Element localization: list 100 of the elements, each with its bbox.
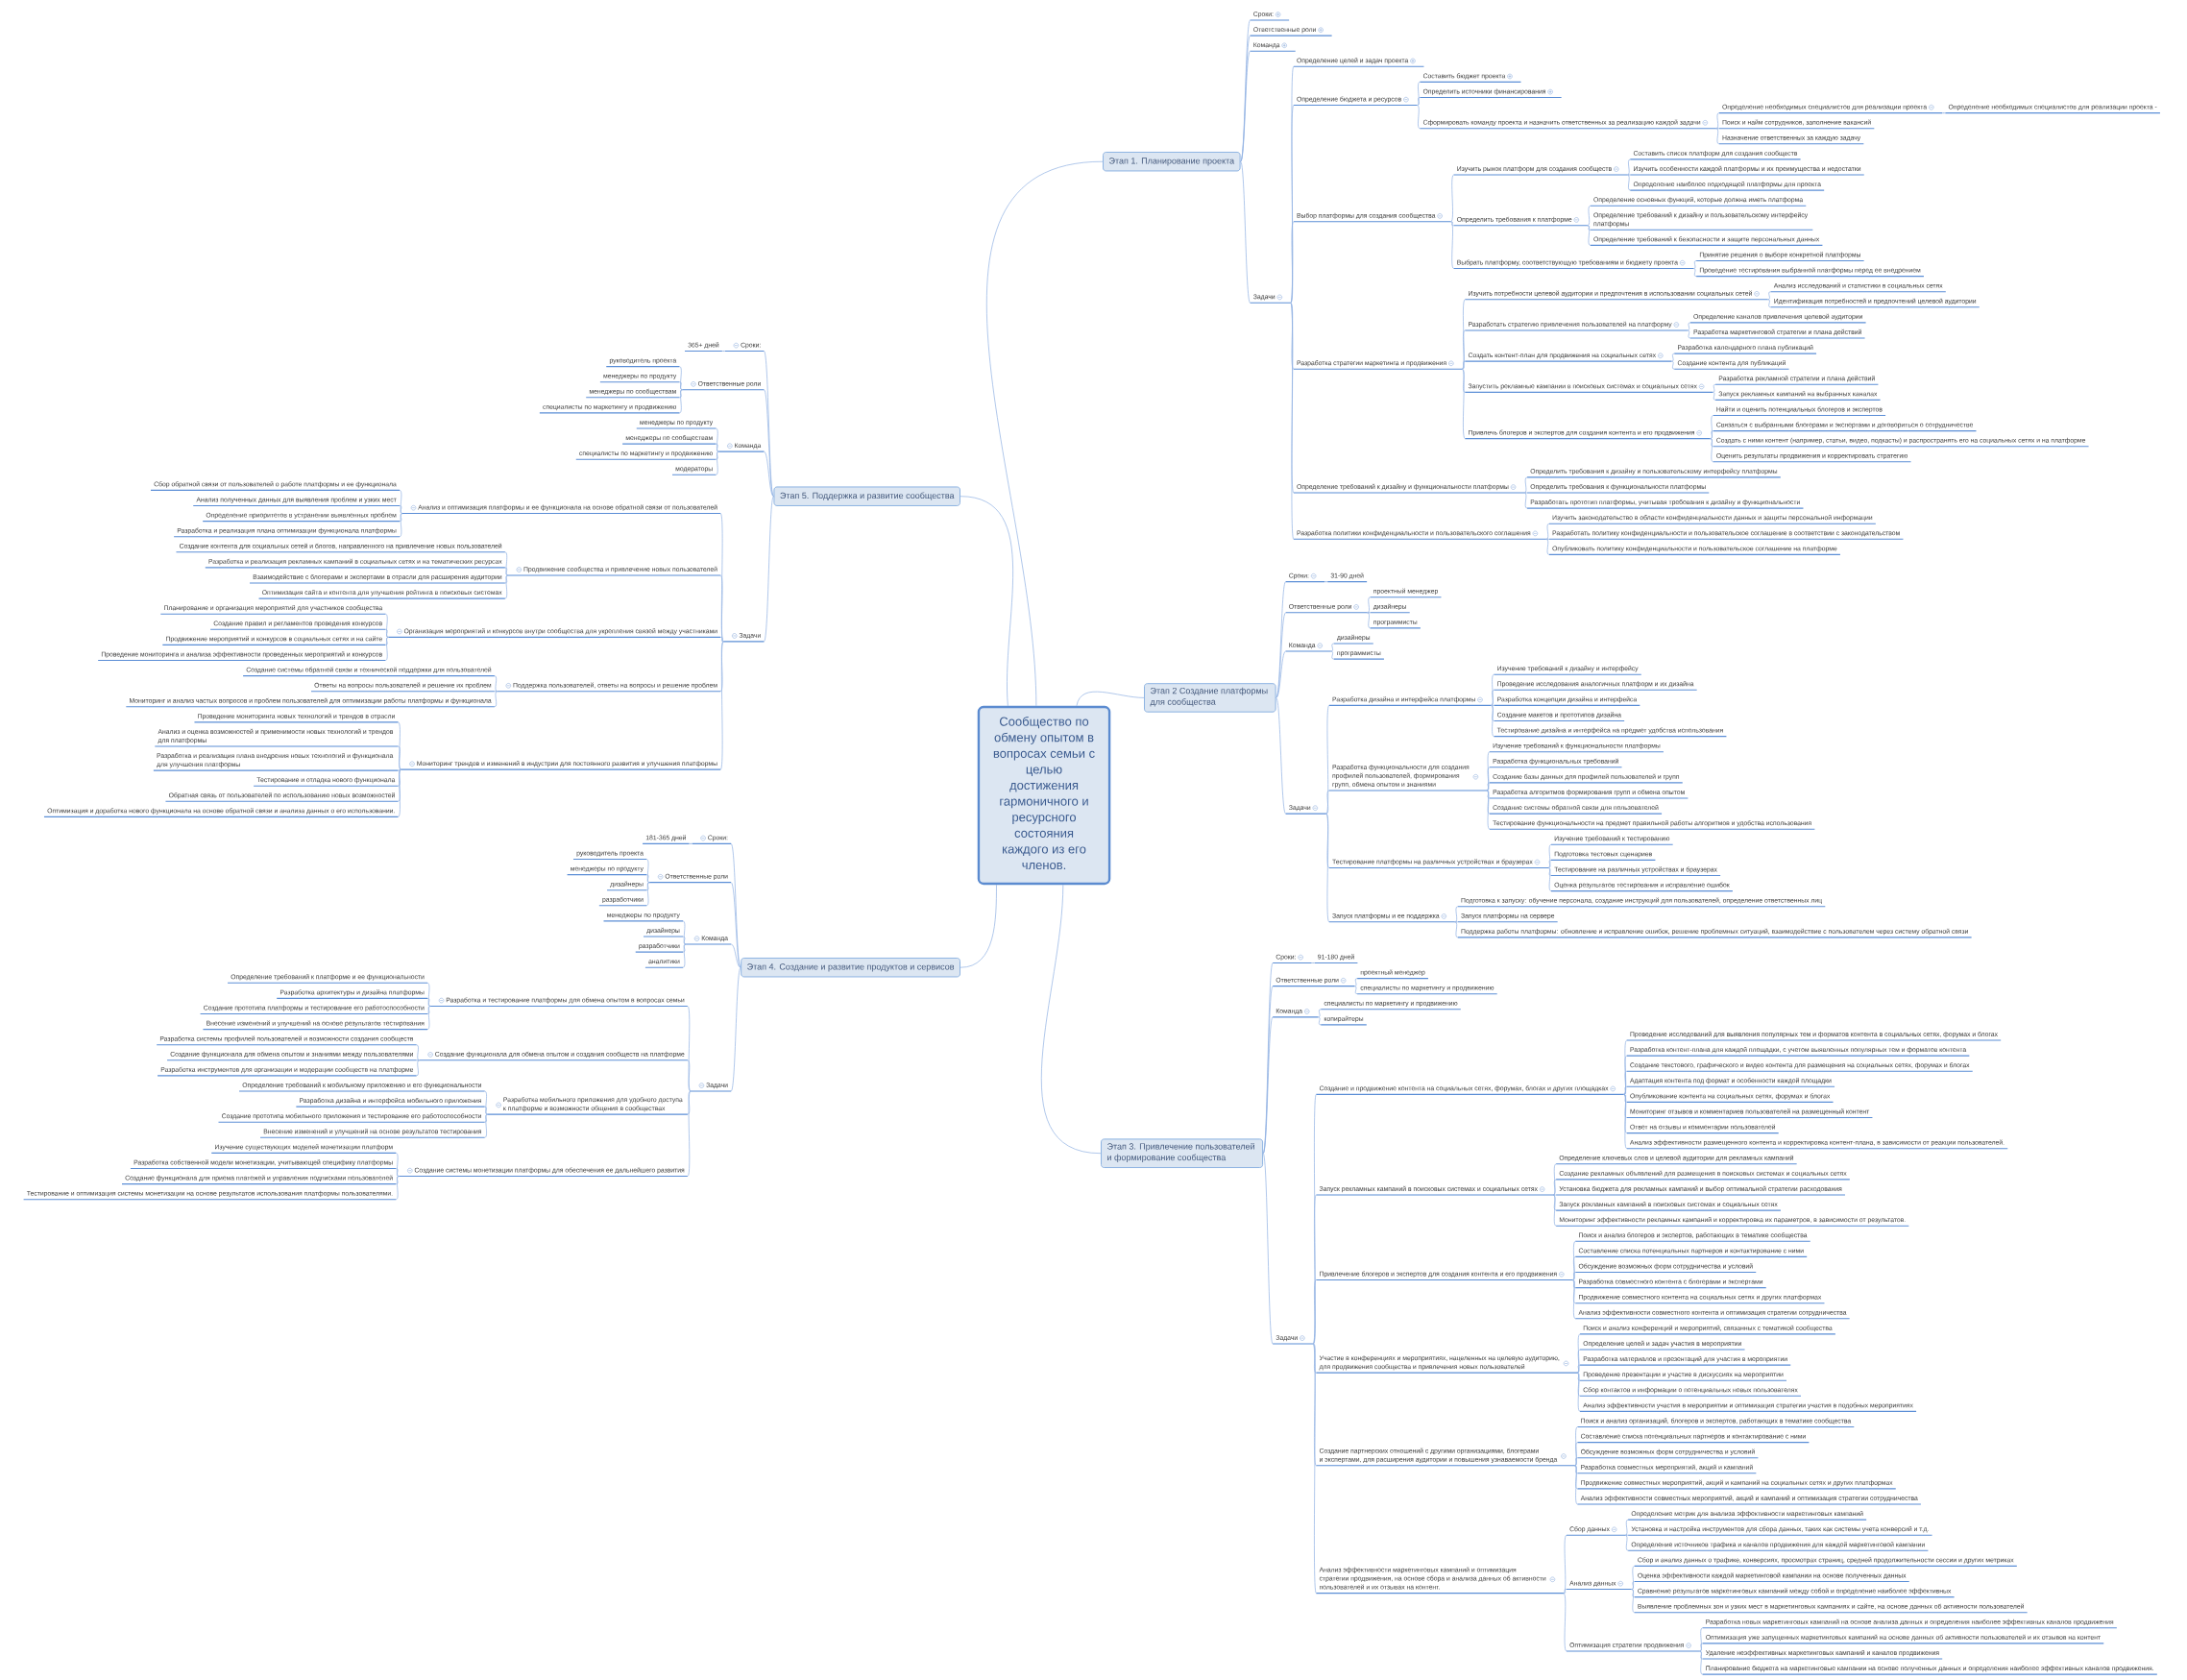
branch-line	[1624, 1519, 1629, 1536]
branch-line	[1290, 221, 1295, 304]
branch-line	[716, 450, 719, 460]
branch-line	[426, 998, 431, 1007]
branch-line	[1547, 843, 1552, 868]
branch-line	[416, 1059, 420, 1077]
branch-line	[1626, 174, 1631, 176]
branch-line	[1462, 360, 1466, 370]
branch-line	[1450, 221, 1454, 269]
branch-line	[1631, 1589, 1636, 1614]
branch-topic-box: Этап 3. Привлечение пользователей и формирование сообщества	[1101, 1138, 1264, 1169]
branch-line	[682, 943, 687, 968]
branch-line	[1262, 1153, 1274, 1345]
branch-line	[1324, 581, 1328, 582]
branch-line	[416, 1044, 420, 1061]
branch-line	[1623, 1039, 1628, 1095]
branch-line	[1626, 174, 1631, 191]
branch-line	[1491, 705, 1494, 706]
branch-line	[1624, 1534, 1629, 1551]
branch-line	[395, 1168, 400, 1177]
branch-line	[426, 1006, 431, 1014]
branch-line	[1276, 612, 1286, 698]
branch-line	[1462, 368, 1466, 393]
branch-line	[764, 496, 774, 643]
branch-line	[1454, 921, 1459, 923]
branch-line	[1692, 260, 1697, 269]
branch-line	[716, 450, 719, 475]
branch-line	[682, 936, 687, 945]
branch-line	[1710, 415, 1714, 439]
branch-line	[1076, 691, 1145, 707]
branch-line	[1712, 383, 1716, 393]
branch-line	[1353, 986, 1358, 995]
branch-line	[1523, 492, 1528, 494]
branch-line	[1317, 1009, 1322, 1018]
branch-line	[1462, 329, 1466, 370]
branch-line	[1587, 225, 1592, 246]
branch-line	[1552, 1179, 1557, 1196]
branch-line	[426, 1006, 431, 1030]
branch-line	[1367, 612, 1371, 629]
branch-line	[1547, 867, 1552, 876]
branch-line	[1571, 1279, 1576, 1320]
branch-line	[1486, 782, 1491, 791]
branch-topic-box: Этап 4. Создание и развитие продуктов и сервисов	[741, 957, 960, 978]
branch-line	[399, 505, 403, 514]
branch-line	[1699, 1643, 1703, 1652]
branch-line	[1450, 174, 1454, 223]
branch-line	[385, 637, 389, 661]
branch-line	[1041, 884, 1102, 1155]
branch-line	[1276, 697, 1286, 815]
branch-line	[504, 574, 509, 599]
branch-line	[645, 882, 650, 891]
branch-line	[679, 381, 683, 391]
branch-line	[764, 450, 774, 498]
branch-line	[1547, 867, 1552, 891]
branch-line	[1710, 430, 1714, 439]
branch-line	[1574, 1465, 1578, 1490]
branch-line	[1563, 1589, 1567, 1594]
branch-line	[1574, 1442, 1578, 1467]
branch-line	[1367, 597, 1371, 614]
branch-line	[1687, 329, 1691, 339]
branch-line	[1587, 205, 1592, 227]
branch-line	[1317, 1016, 1322, 1026]
branch-line	[1576, 1372, 1581, 1397]
branch-line	[1353, 978, 1358, 986]
branch-line	[504, 567, 509, 576]
branch-line	[399, 513, 403, 522]
branch-line	[1552, 1194, 1557, 1196]
branch-line	[730, 943, 741, 968]
branch-line	[1313, 1279, 1317, 1345]
branch-line	[1587, 225, 1592, 231]
branch-line	[1623, 1085, 1628, 1095]
branch-line	[1454, 906, 1459, 923]
branch-line	[1486, 790, 1491, 815]
branch-line	[1491, 673, 1494, 706]
branch-line	[1262, 1016, 1274, 1155]
branch-line	[1631, 1566, 1636, 1590]
branch-line	[1624, 1534, 1629, 1536]
branch-line	[679, 366, 683, 391]
branch-line	[1699, 1650, 1703, 1660]
branch-line	[395, 1153, 400, 1177]
branch-line	[1325, 705, 1330, 815]
branch-line	[1311, 962, 1315, 963]
branch-topic-box: Этап 5. Поддержка и развитие сообщества	[773, 486, 960, 506]
branch-line	[985, 160, 1104, 707]
branch-line	[385, 628, 389, 638]
branch-line	[1523, 492, 1528, 509]
branch-line	[1631, 1589, 1636, 1597]
branch-line	[1767, 299, 1771, 308]
branch-line	[1574, 1465, 1578, 1505]
branch-line	[398, 768, 401, 802]
branch-line	[1491, 705, 1494, 737]
branch-line	[1571, 1279, 1576, 1304]
branch-line	[1552, 1194, 1557, 1227]
branch-line	[1574, 1465, 1578, 1474]
branch-line	[484, 1090, 488, 1115]
branch-line	[1290, 302, 1295, 370]
branch-line	[1670, 360, 1675, 370]
branch-line	[1715, 112, 1720, 130]
branch-topic-box: Этап 1. Планирование проекта	[1103, 151, 1241, 172]
branch-line	[484, 1106, 488, 1115]
